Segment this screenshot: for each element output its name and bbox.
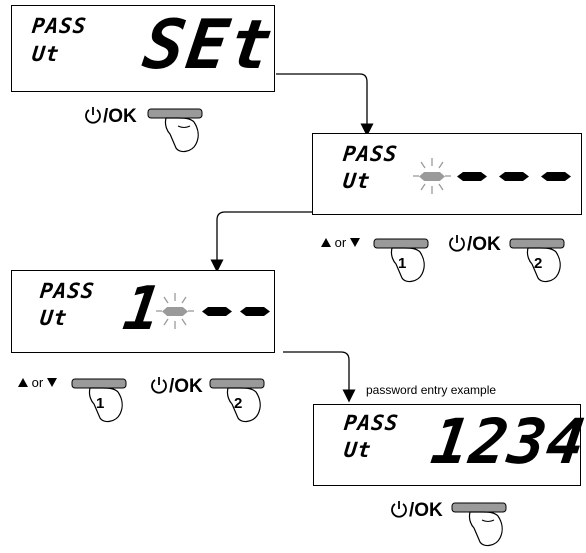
button-bar — [373, 238, 429, 249]
hand-press-icon — [468, 511, 503, 547]
arrow-button-hand-1[interactable]: 1 — [372, 236, 436, 286]
pass-label: PASS — [38, 279, 96, 303]
digit-slot-3 — [499, 172, 529, 181]
ok-text: /OK — [103, 106, 137, 127]
hand-press-icon — [526, 247, 561, 283]
arrow-3-to-4 — [283, 351, 356, 403]
lcd-panel-set: PASS Ut SEt — [11, 5, 279, 92]
ut-label: Ut — [38, 306, 69, 330]
power-icon — [391, 501, 407, 518]
down-triangle-icon — [349, 238, 360, 247]
set-value: SEt — [138, 6, 279, 85]
ok-button-hand-2[interactable]: 2 — [508, 236, 572, 286]
step-1-number: 1 — [398, 255, 406, 272]
pass-label: PASS — [342, 411, 400, 435]
ok-text: /OK — [409, 500, 443, 521]
ut-label: Ut — [341, 169, 372, 193]
or-text: or — [334, 235, 347, 250]
ok-button-label-4: /OK — [390, 500, 443, 520]
up-triangle-icon — [321, 238, 331, 247]
step-2-number: 2 — [234, 395, 242, 412]
button-bar — [509, 238, 565, 249]
arrow-1-to-2 — [276, 73, 374, 137]
digit-slot-blinking — [162, 307, 188, 316]
power-icon — [85, 107, 101, 124]
pass-label: PASS — [30, 14, 88, 38]
ok-button-label-3: /OK — [150, 376, 203, 396]
ok-text: /OK — [169, 376, 203, 397]
lcd-panel-example: PASS Ut 1234 — [313, 404, 586, 486]
up-or-down-label-1: or — [321, 236, 360, 249]
pass-label: PASS — [341, 142, 399, 166]
hand-press-icon — [390, 247, 425, 283]
button-bar — [147, 108, 203, 119]
digit-slot-4 — [240, 307, 270, 316]
digit-slot-3 — [202, 307, 232, 316]
ok-button-label-2: /OK — [448, 234, 501, 254]
ut-label: Ut — [30, 42, 61, 66]
button-bar — [451, 502, 507, 513]
example-caption: password entry example — [366, 383, 497, 397]
blink-rays-icon — [413, 158, 451, 194]
power-icon — [449, 235, 465, 252]
blink-rays-icon — [156, 293, 194, 329]
up-triangle-icon — [18, 378, 28, 387]
up-or-down-label-2: or — [18, 376, 57, 389]
lcd-panel-first-digit: PASS Ut 1 — [11, 270, 275, 353]
ok-text: /OK — [467, 234, 501, 255]
power-icon — [151, 377, 167, 394]
hand-press-icon — [164, 117, 199, 153]
ok-button-hand-4[interactable] — [450, 500, 514, 550]
step-2-number: 2 — [534, 255, 542, 272]
arrow-2-to-3 — [210, 211, 312, 273]
ok-button-hand-3[interactable]: 2 — [208, 376, 272, 426]
password-value: 1234 — [426, 405, 586, 478]
lcd-panel-entry: PASS Ut — [312, 133, 582, 215]
digit-slot-4 — [541, 172, 571, 181]
down-triangle-icon — [46, 378, 57, 387]
button-bar — [209, 378, 265, 389]
arrow-button-hand-2[interactable]: 1 — [70, 376, 134, 426]
ok-button-label-1: /OK — [84, 106, 137, 126]
button-bar — [71, 378, 127, 389]
digit-slot-2 — [457, 172, 487, 181]
digit-slot-blinking — [419, 172, 445, 181]
hand-press-icon — [88, 387, 123, 423]
hand-press-icon — [226, 387, 261, 423]
or-text: or — [31, 375, 44, 390]
ut-label: Ut — [342, 438, 373, 462]
ok-button-hand-1[interactable] — [146, 104, 210, 154]
step-1-number: 1 — [96, 395, 104, 412]
